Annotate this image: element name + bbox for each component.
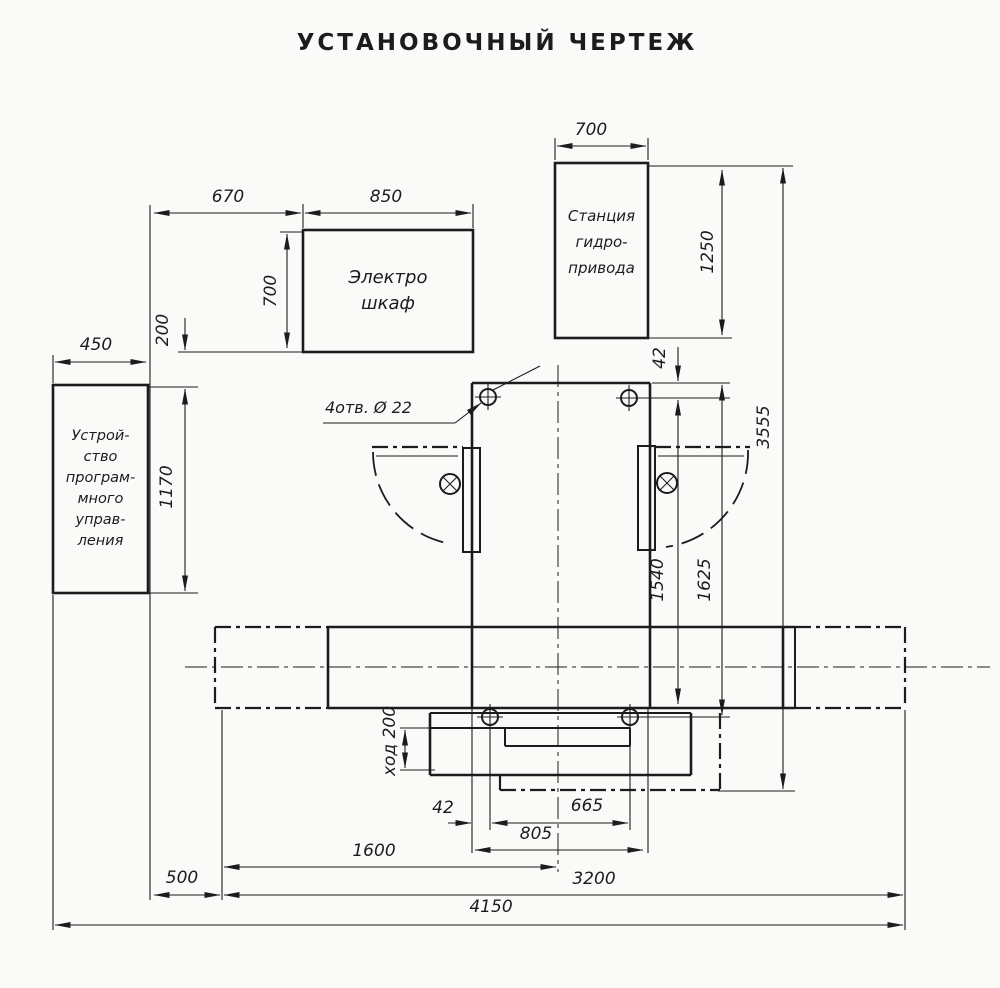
electro-cabinet-outline bbox=[301, 228, 475, 354]
dim-bed-span: 3200 bbox=[572, 869, 616, 889]
dim-control-width: 450 bbox=[79, 335, 113, 355]
dimension-lines bbox=[54, 143, 904, 928]
dim-gap-cabinet: 670 bbox=[211, 187, 245, 207]
dim-cabinet-height: 700 bbox=[261, 274, 281, 308]
dim-hole-spacing: 665 bbox=[570, 796, 604, 816]
electro-cabinet-label-line: Электро bbox=[348, 266, 428, 288]
mounting-hole-icons bbox=[475, 384, 643, 730]
left-door-bracket bbox=[372, 445, 481, 553]
control-unit-outline bbox=[51, 383, 150, 595]
hydro-station-label-line: гидро- bbox=[575, 233, 628, 252]
control-unit-label-line: много bbox=[77, 491, 124, 507]
extension-lines bbox=[52, 138, 906, 930]
dim-center-offset: 1600 bbox=[352, 841, 396, 861]
control-unit-label-line: ления bbox=[77, 532, 124, 549]
control-unit-label-line: програм- bbox=[65, 470, 136, 487]
right-door-bracket bbox=[637, 445, 750, 551]
dim-overall-width: 4150 bbox=[469, 897, 513, 917]
dim-column-width: 805 bbox=[519, 824, 553, 844]
dim-station-width: 700 bbox=[574, 120, 608, 140]
machine-column-outline bbox=[470, 365, 652, 872]
dim-overall-height: 3555 bbox=[754, 405, 774, 449]
electro-cabinet-label-line: шкаф bbox=[361, 293, 415, 314]
control-unit-label: Устрой- ство програм- много управ- ления bbox=[53, 385, 148, 593]
hydro-station-label-line: Станция bbox=[567, 207, 636, 226]
dim-slide-stroke: ход 200 bbox=[380, 705, 400, 777]
control-unit-label-line: ство bbox=[83, 449, 118, 466]
dim-control-height: 1170 bbox=[157, 465, 177, 509]
dim-cabinet-width: 850 bbox=[369, 187, 403, 207]
dim-hole-edge-offset-top: 42 bbox=[650, 347, 670, 369]
hole-bottom-left-icon bbox=[477, 704, 503, 730]
dim-left-margin: 500 bbox=[165, 868, 199, 888]
hydro-station-label: Станция гидро- привода bbox=[555, 163, 648, 323]
control-unit-label-line: Устрой- bbox=[71, 428, 130, 445]
bed-outline bbox=[185, 625, 990, 710]
dim-column-to-bed: 1540 bbox=[648, 558, 668, 602]
electro-cabinet-label: Электро шкаф bbox=[303, 230, 473, 352]
drawing-title: УСТАНОВОЧНЫЙ ЧЕРТЕЖ bbox=[296, 30, 698, 56]
hole-top-left-icon bbox=[475, 384, 501, 410]
dim-hole-edge-offset-bottom: 42 bbox=[432, 798, 454, 818]
dim-station-height: 1250 bbox=[698, 230, 718, 274]
slide-plate-outline bbox=[428, 712, 722, 792]
dim-column-to-holes: 1625 bbox=[695, 558, 715, 602]
control-unit-label-line: управ- bbox=[75, 511, 126, 528]
hydro-station-label-line: привода bbox=[568, 258, 635, 277]
holes-note: 4отв. Ø 22 bbox=[325, 398, 412, 417]
holes-note-leader bbox=[323, 365, 541, 424]
dim-cabinet-offset: 200 bbox=[153, 313, 173, 347]
hydro-station-outline bbox=[553, 161, 650, 340]
